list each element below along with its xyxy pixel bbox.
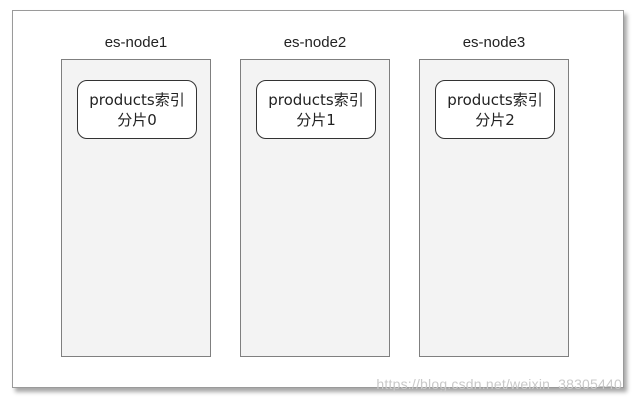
shard-box-2: products索引 分片2 (435, 80, 555, 139)
shard-number: 分片0 (117, 110, 157, 129)
shard-number: 分片2 (475, 110, 515, 129)
node-label-es-node3: es-node3 (462, 34, 526, 51)
shard-title: products索引 (268, 90, 364, 109)
node-label-es-node2: es-node2 (283, 34, 347, 51)
shard-box-1: products索引 分片1 (256, 80, 376, 139)
shard-title: products索引 (89, 90, 185, 109)
shard-title: products索引 (447, 90, 543, 109)
shard-number: 分片1 (296, 110, 336, 129)
watermark-text: https://blog.csdn.net/weixin_38305440 (376, 376, 622, 392)
shard-box-0: products索引 分片0 (77, 80, 197, 139)
node-label-es-node1: es-node1 (104, 34, 168, 51)
